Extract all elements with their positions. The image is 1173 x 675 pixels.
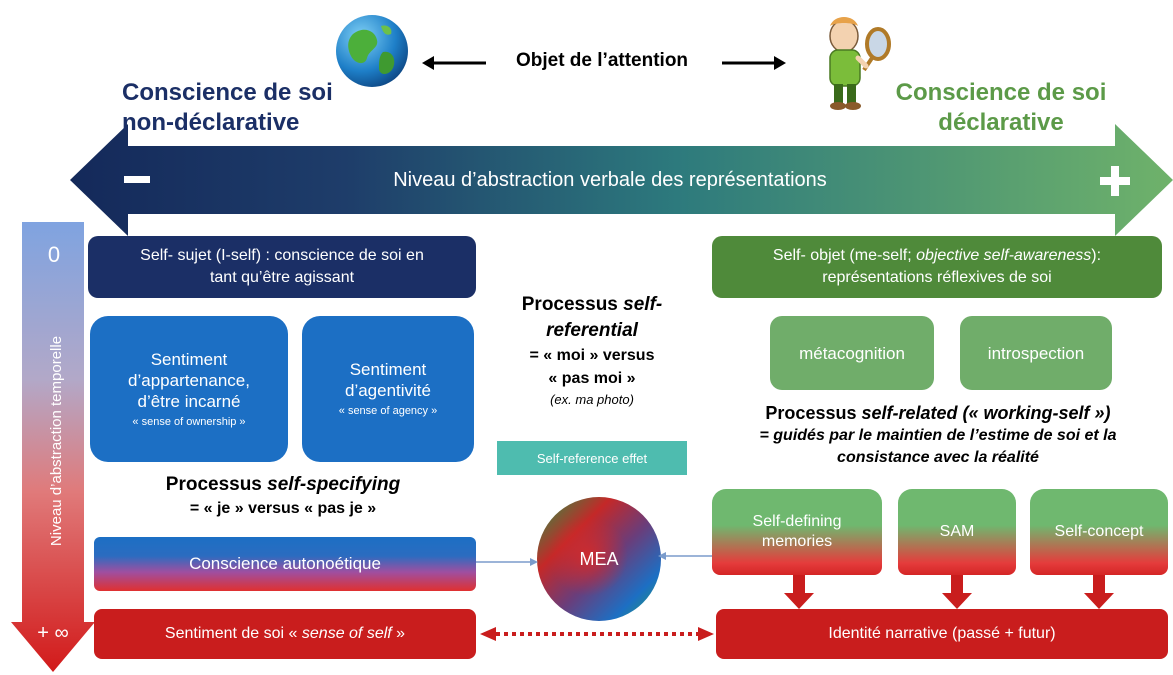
mea-label: MEA — [579, 549, 619, 569]
ownership-line3: d’être incarné — [137, 391, 241, 411]
i-self-line1: Self- sujet (I-self) : conscience de soi… — [140, 247, 424, 264]
temporal-axis-bottom-label: + ∞ — [37, 622, 69, 644]
me-self-prefix: Self- objet (me-self; — [772, 247, 917, 264]
globe-icon — [336, 15, 408, 87]
specifying-prefix: Processus — [165, 474, 268, 495]
metacognition-label: métacognition — [799, 343, 905, 363]
ownership-line1: Sentiment — [150, 349, 228, 369]
minus-sign — [124, 176, 150, 183]
me-self-line2: représentations réflexives de soi — [822, 269, 1052, 286]
self-defining-memories-tile: Self-defining memories — [712, 489, 882, 575]
ref-line3: = « moi » versus — [529, 347, 655, 364]
ref-line1-prefix: Processus — [521, 294, 624, 315]
specifying-sub: = « je » versus « pas je » — [189, 500, 377, 517]
ownership-small: « sense of ownership » — [132, 415, 246, 428]
person-with-mirror-icon — [829, 17, 891, 110]
i-self-line2: tant qu’être agissant — [209, 269, 355, 286]
sense-suffix: » — [391, 625, 406, 642]
sam-label: SAM — [939, 523, 975, 540]
sam-tile: SAM — [898, 489, 1016, 575]
left-title-line1: Conscience de soi — [122, 79, 333, 106]
sense-to-narrative-connector — [480, 627, 714, 641]
ownership-line2: d’appartenance, — [128, 370, 250, 390]
temporal-axis-top-label: 0 — [47, 242, 61, 267]
me-self-italic: objective self-awareness — [916, 247, 1092, 264]
ownership-tile: Sentiment d’appartenance, d’être incarné… — [90, 316, 288, 462]
sam-down-arrow — [942, 575, 972, 609]
sense-italic: sense of self — [301, 625, 392, 642]
metacognition-tile: métacognition — [770, 316, 934, 390]
right-title: Conscience de soi déclarative — [886, 78, 1116, 138]
mea-circle — [537, 497, 661, 621]
specifying-italic: self-specifying — [267, 474, 401, 495]
abstraction-axis-label: Niveau d’abstraction verbale des représe… — [393, 169, 827, 191]
self-related-process: Processus self-related (« working-self »… — [703, 401, 1173, 469]
ref-example: (ex. ma photo) — [550, 392, 634, 407]
right-arrow-icon — [722, 56, 786, 70]
autonoetic-box: Conscience autonoétique — [94, 537, 476, 591]
self-referential-process: Processus self- referential = « moi » ve… — [494, 292, 690, 410]
self-concept-label: Self-concept — [1054, 523, 1144, 540]
autonoetic-label: Conscience autonoétique — [189, 554, 381, 573]
autonoetic-to-mea-connector — [476, 558, 538, 566]
introspection-label: introspection — [987, 343, 1085, 363]
sense-of-self-box: Sentiment de soi « sense of self » — [94, 609, 476, 659]
agency-line1: Sentiment — [349, 360, 427, 379]
attention-label: Objet de l’attention — [515, 50, 689, 71]
related-line3: consistance avec la réalité — [837, 449, 1039, 466]
related-italic: self-related (« working-self ») — [861, 403, 1111, 423]
agency-small: « sense of agency » — [338, 405, 438, 417]
narrative-identity-box: Identité narrative (passé + futur) — [716, 609, 1168, 659]
left-arrow-icon — [422, 56, 486, 70]
i-self-box: Self- sujet (I-self) : conscience de soi… — [88, 236, 476, 298]
sense-prefix: Sentiment de soi « — [164, 625, 302, 642]
concept-down-arrow — [1084, 575, 1114, 609]
narrative-label: Identité narrative (passé + futur) — [828, 625, 1056, 642]
temporal-axis-label: Niveau d’abstraction temporelle — [48, 335, 65, 547]
self-specifying-process: Processus self-specifying = « je » versu… — [98, 472, 468, 520]
introspection-tile: introspection — [960, 316, 1112, 390]
defining-to-mea-connector — [658, 552, 716, 560]
self-reference-effect-box: Self-reference effet — [497, 441, 687, 475]
me-self-suffix: ): — [1091, 247, 1102, 264]
self-concept-tile: Self-concept — [1030, 489, 1168, 575]
related-prefix: Processus — [765, 403, 862, 423]
left-title: Conscience de soi non-déclarative — [122, 78, 362, 138]
left-title-line2: non-déclarative — [122, 109, 300, 136]
temporal-axis-arrow — [11, 222, 95, 672]
defining-down-arrow — [784, 575, 814, 609]
ref-line4: « pas moi » — [548, 370, 636, 387]
plus-sign — [1100, 166, 1130, 196]
related-line2: = guidés par le maintien de l’estime de … — [759, 427, 1117, 444]
self-reference-effect-label: Self-reference effet — [536, 450, 648, 466]
abstraction-axis-arrow — [70, 124, 1173, 236]
me-self-box: Self- objet (me-self; objective self-awa… — [712, 236, 1162, 298]
ref-line1-italic: self- — [623, 294, 663, 315]
ref-line2-italic: referential — [546, 320, 638, 341]
agency-tile: Sentiment d’agentivité « sense of agency… — [302, 316, 474, 462]
defining-line2: memories — [761, 533, 833, 550]
right-title-line2: déclarative — [938, 109, 1064, 136]
agency-line2: d’agentivité — [344, 381, 431, 400]
defining-line1: Self-defining — [752, 513, 842, 530]
right-title-line1: Conscience de soi — [895, 79, 1107, 106]
